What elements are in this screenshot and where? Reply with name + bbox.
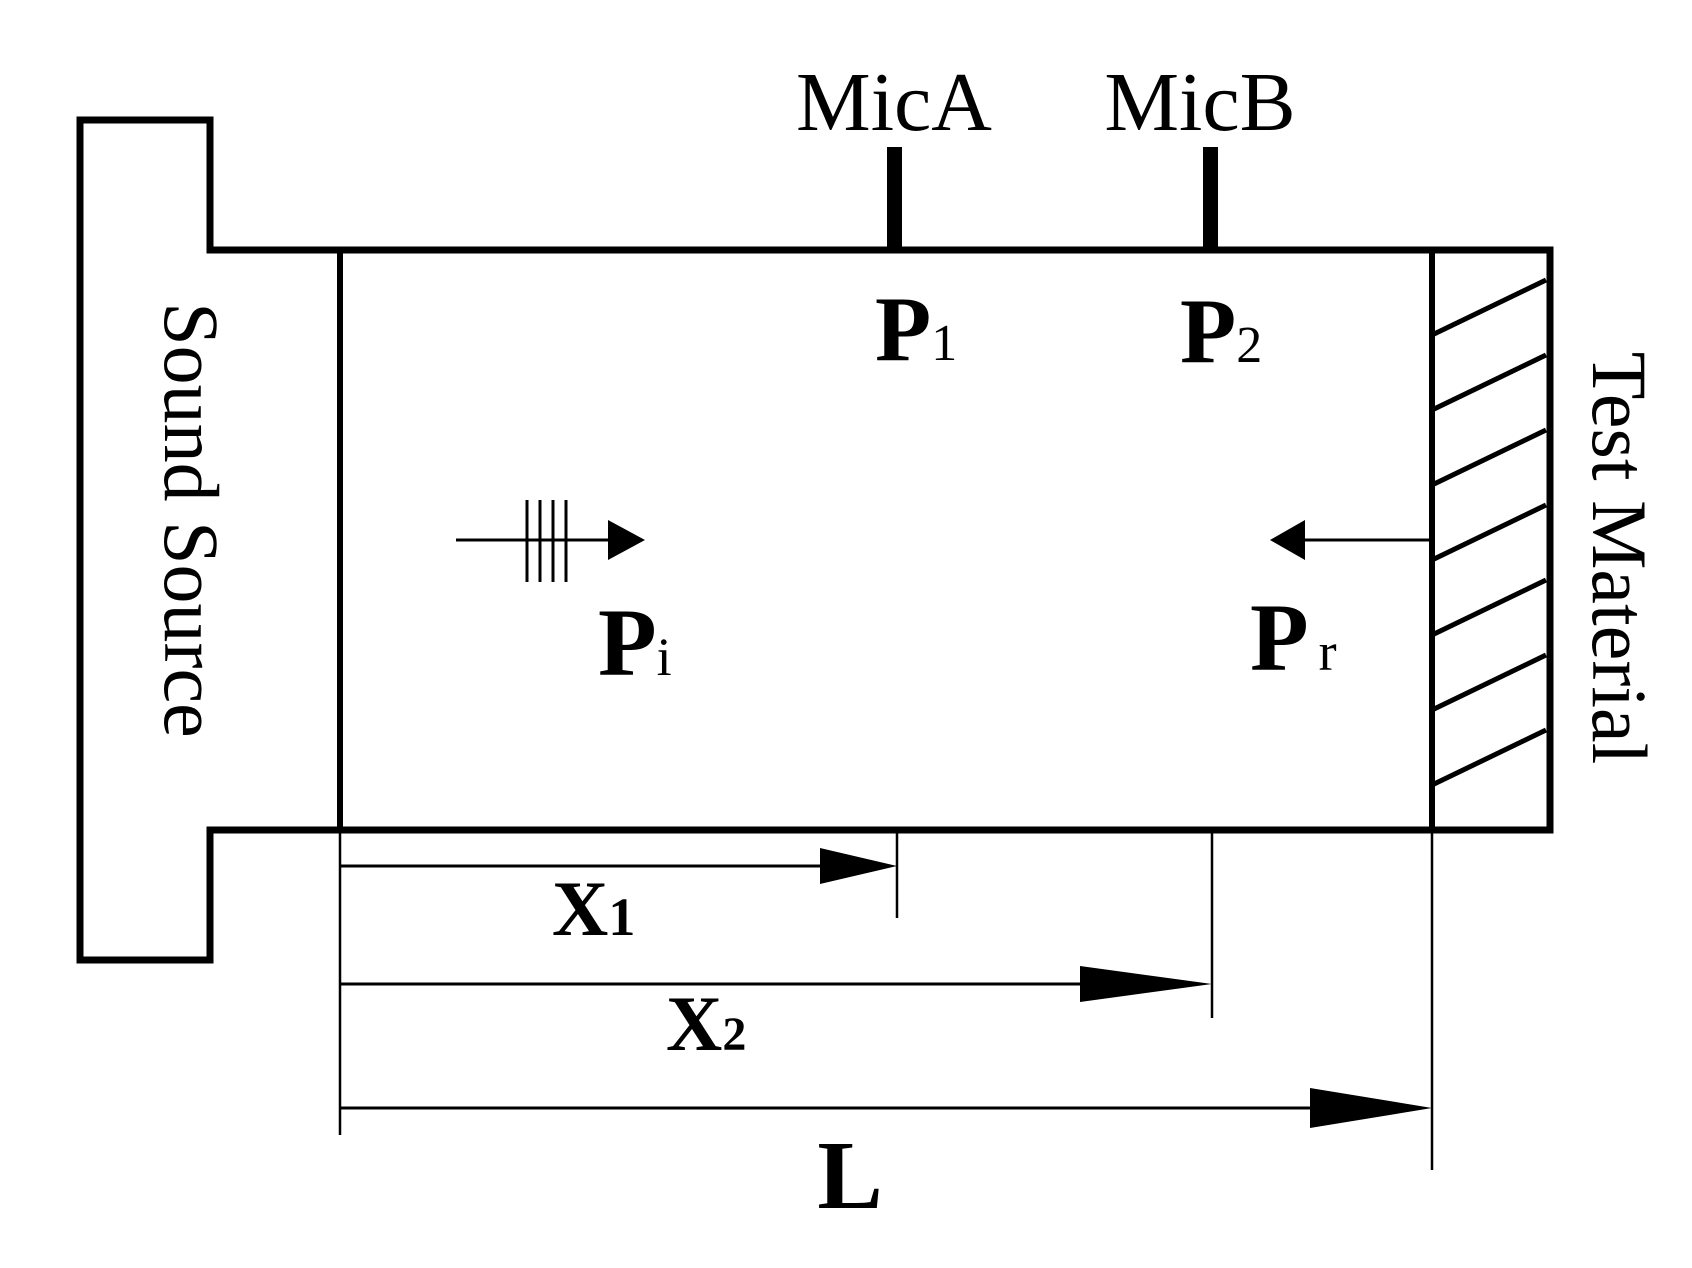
mic-b-probe [1203,147,1218,250]
mic-a-label: MicA [796,56,992,149]
reflected-wave-arrow [1270,520,1432,560]
x2-label: X2 [666,980,746,1067]
p1-label: P1 [875,278,957,380]
test-material-label: Test Material [1576,352,1663,765]
sound-source-label: Sound Source [148,302,235,737]
p2-label: P2 [1180,280,1262,382]
l-label: L [817,1122,882,1230]
l-dimension-arrow [340,1088,1432,1128]
mic-b-label: MicB [1104,56,1295,149]
test-material-block [1429,250,1548,830]
pi-label: Pi [598,589,672,696]
incident-wave-arrow [456,500,645,582]
sound-source-housing [76,116,1554,964]
mic-a-probe [887,147,902,250]
x2-dimension-arrow [340,966,1212,1002]
x1-label: X1 [552,865,635,952]
x1-dimension-arrow [340,848,897,884]
